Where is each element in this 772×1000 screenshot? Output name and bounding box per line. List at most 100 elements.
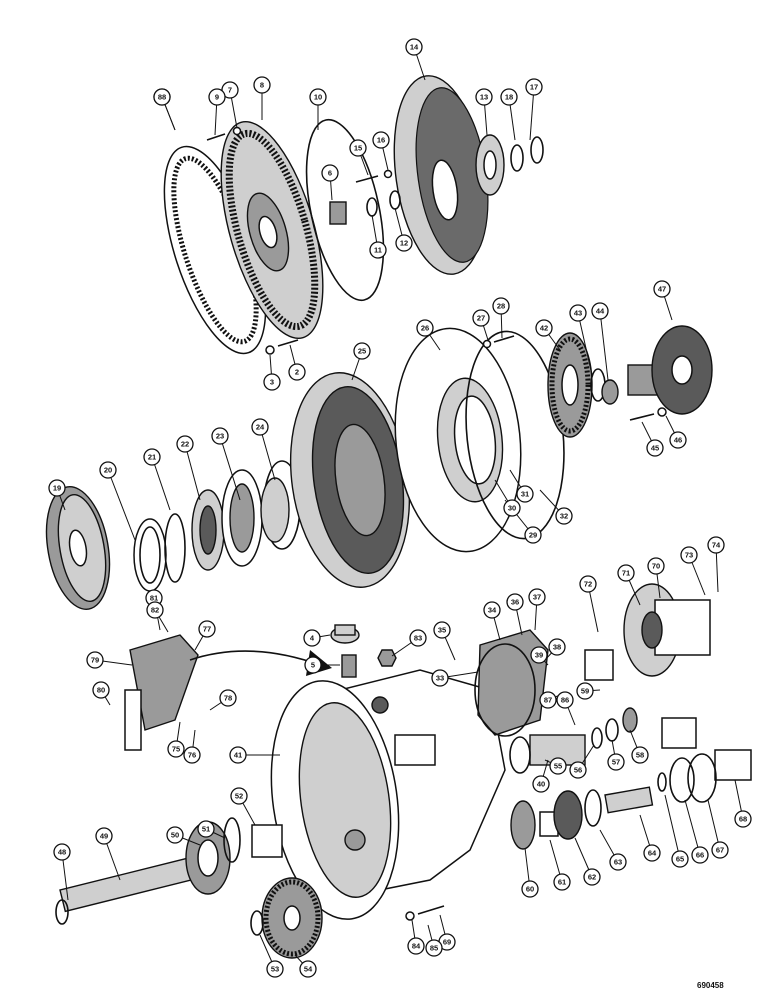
input-shaft-48 xyxy=(55,855,203,925)
sleeves xyxy=(584,649,752,781)
callout-number: 41 xyxy=(234,751,242,760)
callout-circle xyxy=(198,620,216,638)
callout-number: 64 xyxy=(648,849,657,858)
callout-85: 85 xyxy=(425,939,443,957)
callout-circle xyxy=(349,139,367,157)
callout-number: 71 xyxy=(622,569,630,578)
callout-number: 79 xyxy=(91,656,99,665)
callout-circle xyxy=(197,820,215,838)
callout-78: 78 xyxy=(219,689,237,707)
callout-circle xyxy=(309,88,327,106)
callout-number: 29 xyxy=(529,531,537,540)
pump-impeller xyxy=(45,486,111,610)
callout-number: 57 xyxy=(612,758,620,767)
callout-circle xyxy=(671,850,689,868)
pump-assembly-69 xyxy=(623,583,711,677)
callout-46: 46 xyxy=(669,431,687,449)
callout-number: 6 xyxy=(328,169,332,178)
callout-number: 9 xyxy=(215,93,219,102)
callout-circle xyxy=(569,761,587,779)
callout-circle xyxy=(472,309,490,327)
bearing-21 xyxy=(191,489,225,571)
callout-circle xyxy=(555,507,573,525)
callout-circle xyxy=(288,363,306,381)
callout-circle xyxy=(146,601,164,619)
callout-circle xyxy=(251,418,269,436)
callout-number: 35 xyxy=(438,626,446,635)
ring-50 xyxy=(223,817,241,863)
callout-number: 52 xyxy=(235,792,243,801)
callout-number: 8 xyxy=(260,81,264,90)
callout-circle xyxy=(92,681,110,699)
callout-circle xyxy=(734,810,752,828)
callout-circle xyxy=(643,844,661,862)
callout-circle xyxy=(556,691,574,709)
leader-line-23 xyxy=(219,435,241,501)
callout-number: 22 xyxy=(181,440,189,449)
callout-18: 18 xyxy=(500,88,518,106)
callout-26: 26 xyxy=(416,319,434,337)
callout-number: 85 xyxy=(430,944,438,953)
callout-circle xyxy=(266,960,284,978)
callout-55: 55 xyxy=(549,757,567,775)
callout-76: 76 xyxy=(183,746,201,764)
callout-circle xyxy=(433,621,451,639)
callout-number: 21 xyxy=(148,453,156,462)
callout-16: 16 xyxy=(372,131,390,149)
leader-line-22 xyxy=(184,443,201,501)
small-rings-lower xyxy=(591,707,717,803)
callout-4: 4 xyxy=(303,629,321,647)
callout-circle xyxy=(303,629,321,647)
bolt-86-87 xyxy=(405,905,445,921)
callout-circle xyxy=(680,546,698,564)
callout-71: 71 xyxy=(617,564,635,582)
callout-12: 12 xyxy=(395,234,413,252)
callout-circle xyxy=(711,841,729,859)
callout-circle xyxy=(549,757,567,775)
callout-80: 80 xyxy=(92,681,110,699)
callout-70: 70 xyxy=(647,557,665,575)
callout-circle xyxy=(475,88,493,106)
callout-22: 22 xyxy=(176,435,194,453)
callout-79: 79 xyxy=(86,651,104,669)
callout-84: 84 xyxy=(407,937,425,955)
transmission-housing-46 xyxy=(270,669,506,920)
callout-number: 5 xyxy=(311,661,315,670)
callout-72: 72 xyxy=(579,575,597,593)
callout-number: 2 xyxy=(295,368,299,377)
callout-circle xyxy=(99,461,117,479)
bushing xyxy=(329,201,347,225)
callout-circle xyxy=(229,746,247,764)
leader-line-20 xyxy=(107,469,136,541)
callout-number: 34 xyxy=(488,606,497,615)
callout-41: 41 xyxy=(229,746,247,764)
callout-59: 59 xyxy=(576,682,594,700)
callout-circle xyxy=(425,939,443,957)
seal-ring xyxy=(133,518,167,592)
snap-ring-42-43 xyxy=(590,368,619,405)
callout-6: 6 xyxy=(321,164,339,182)
callout-9: 9 xyxy=(208,88,226,106)
callout-number: 44 xyxy=(596,307,605,316)
callout-circle xyxy=(528,588,546,606)
snap-ring-52 xyxy=(250,910,264,936)
callout-38: 38 xyxy=(548,638,566,656)
callout-number: 38 xyxy=(553,643,561,652)
callout-circle xyxy=(304,656,322,674)
drive-gear-41 xyxy=(547,332,593,438)
callout-number: 18 xyxy=(505,93,513,102)
bearings-lower xyxy=(510,789,602,850)
callout-88: 88 xyxy=(153,88,171,106)
callout-7: 7 xyxy=(221,81,239,99)
callout-number: 7 xyxy=(228,86,232,95)
callout-number: 55 xyxy=(554,762,562,771)
callout-circle xyxy=(263,373,281,391)
callout-43: 43 xyxy=(569,304,587,322)
callout-36: 36 xyxy=(506,593,524,611)
callout-number: 39 xyxy=(535,651,543,660)
callout-number: 87 xyxy=(544,696,552,705)
callout-circle xyxy=(617,564,635,582)
callout-labels: 1234567891011121314151617181920212223242… xyxy=(48,38,752,978)
flywheel xyxy=(220,121,324,339)
callout-circle xyxy=(646,439,664,457)
